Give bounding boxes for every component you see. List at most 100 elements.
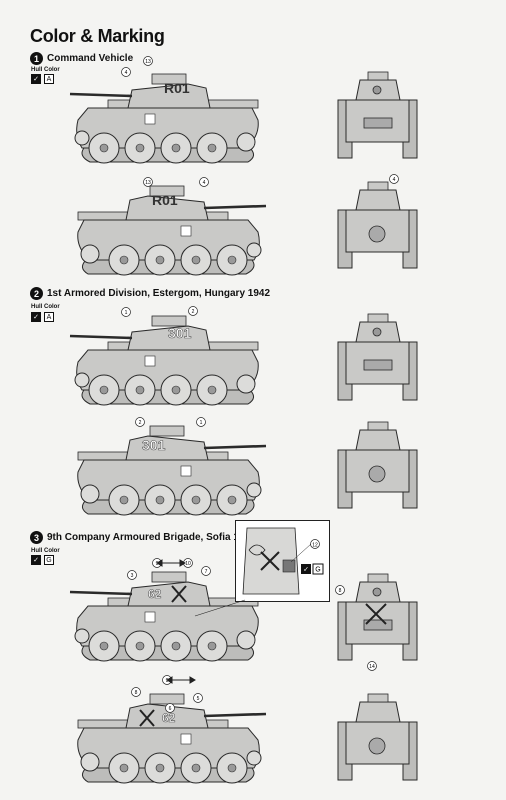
cupola xyxy=(367,71,389,81)
section-1-number: 1 xyxy=(30,52,43,65)
drive-sprocket xyxy=(80,244,100,264)
wheel-hub xyxy=(155,255,165,265)
wheel-hub xyxy=(135,143,145,153)
wheel-hub xyxy=(155,495,165,505)
tank-body xyxy=(77,185,267,276)
marking-detail-inset: 12 ✓ G xyxy=(235,520,330,602)
tank-side-view-right: 301 xyxy=(69,315,259,406)
callout-4: 4 xyxy=(199,177,209,187)
cupola xyxy=(367,573,389,583)
rear-exhaust xyxy=(368,225,386,243)
tank-body xyxy=(69,571,259,662)
svg-text:7: 7 xyxy=(205,569,208,575)
cupola xyxy=(151,571,187,583)
main-gun xyxy=(69,590,133,596)
brush-icon: ✓ xyxy=(31,555,41,565)
turret xyxy=(355,429,401,451)
wheel-hub xyxy=(207,641,217,651)
tank-body xyxy=(69,73,259,164)
cupola xyxy=(149,185,185,197)
svg-text:4: 4 xyxy=(393,177,396,183)
gun-mantlet xyxy=(372,85,382,95)
idler-wheel xyxy=(74,628,90,644)
section-1-header: 1 Command Vehicle xyxy=(30,52,133,65)
wheel-hub xyxy=(171,143,181,153)
idler-wheel xyxy=(246,242,262,258)
wheel-hub xyxy=(207,385,217,395)
wheel-hub xyxy=(227,763,237,773)
detail-leader-line xyxy=(194,599,246,617)
tank-side-view-right: 62 xyxy=(69,571,259,662)
turret-marking: 62 xyxy=(148,587,162,601)
svg-text:9: 9 xyxy=(156,561,159,567)
main-gun xyxy=(203,712,267,718)
brush-icon: ✓ xyxy=(31,74,41,84)
callout-8: 8 xyxy=(131,687,141,697)
wheel-hub xyxy=(227,255,237,265)
svg-text:13: 13 xyxy=(145,59,151,65)
svg-text:3: 3 xyxy=(131,573,134,579)
wheel-hub xyxy=(119,495,129,505)
cupola xyxy=(367,181,389,191)
section-3-number: 3 xyxy=(30,531,43,544)
section-1-label: Command Vehicle xyxy=(47,53,134,64)
wheel-hub xyxy=(99,385,109,395)
callout-4: 4 xyxy=(121,67,131,77)
turret-marking: 301 xyxy=(168,325,192,341)
tank-side-view-left: R01 xyxy=(77,185,267,276)
svg-text:8: 8 xyxy=(339,588,342,594)
tank-body xyxy=(69,315,259,406)
svg-text:4: 4 xyxy=(203,180,206,186)
svg-text:1: 1 xyxy=(125,310,128,316)
front-plate xyxy=(363,359,393,371)
callout-7: 7 xyxy=(201,566,211,576)
section-2-color-code: A xyxy=(44,312,54,322)
turret xyxy=(125,435,209,461)
cupola xyxy=(149,693,185,705)
cupola xyxy=(149,425,185,437)
callout-10: 10 xyxy=(183,558,193,568)
callout-8: 8 xyxy=(335,585,345,595)
callout-1: 1 xyxy=(196,417,206,427)
turret xyxy=(125,703,209,729)
idler-wheel xyxy=(246,482,262,498)
hull xyxy=(345,209,410,253)
balkenkreuz xyxy=(180,465,192,477)
turret xyxy=(355,701,401,723)
cupola xyxy=(367,421,389,431)
idler-wheel xyxy=(246,750,262,766)
wheel-hub xyxy=(227,495,237,505)
brush-icon: ✓ xyxy=(31,312,41,322)
svg-text:2: 2 xyxy=(192,309,195,315)
wheel-hub xyxy=(207,143,217,153)
wheel-hub xyxy=(191,763,201,773)
rear-exhaust xyxy=(368,737,386,755)
drive-sprocket xyxy=(80,484,100,504)
wheel-hub xyxy=(155,763,165,773)
idler-wheel xyxy=(74,130,90,146)
callout-3: 3 xyxy=(127,570,137,580)
turret xyxy=(355,189,401,211)
section-1-hull-label: Hull Color xyxy=(31,67,60,73)
section-2-header: 2 1st Armored Division, Estergom, Hungar… xyxy=(30,287,270,300)
tank-body xyxy=(77,425,267,516)
turret xyxy=(125,195,209,221)
svg-text:10: 10 xyxy=(185,561,191,567)
tank-rear-view xyxy=(337,181,418,269)
balkenkreuz xyxy=(180,733,192,745)
balkenkreuz xyxy=(180,225,192,237)
balkenkreuz xyxy=(144,113,156,125)
callout-4: 4 xyxy=(389,174,399,184)
turret xyxy=(127,581,211,607)
callout-2: 2 xyxy=(135,417,145,427)
turret-marking: 62 xyxy=(162,711,176,725)
cupola xyxy=(367,693,389,703)
svg-text:8: 8 xyxy=(135,690,138,696)
svg-text:6: 6 xyxy=(169,706,172,712)
svg-text:2: 2 xyxy=(139,420,142,426)
tank-side-view-right: R01 xyxy=(69,73,259,164)
svg-text:14: 14 xyxy=(369,664,375,670)
section-2-label: 1st Armored Division, Estergom, Hungary … xyxy=(47,288,271,299)
